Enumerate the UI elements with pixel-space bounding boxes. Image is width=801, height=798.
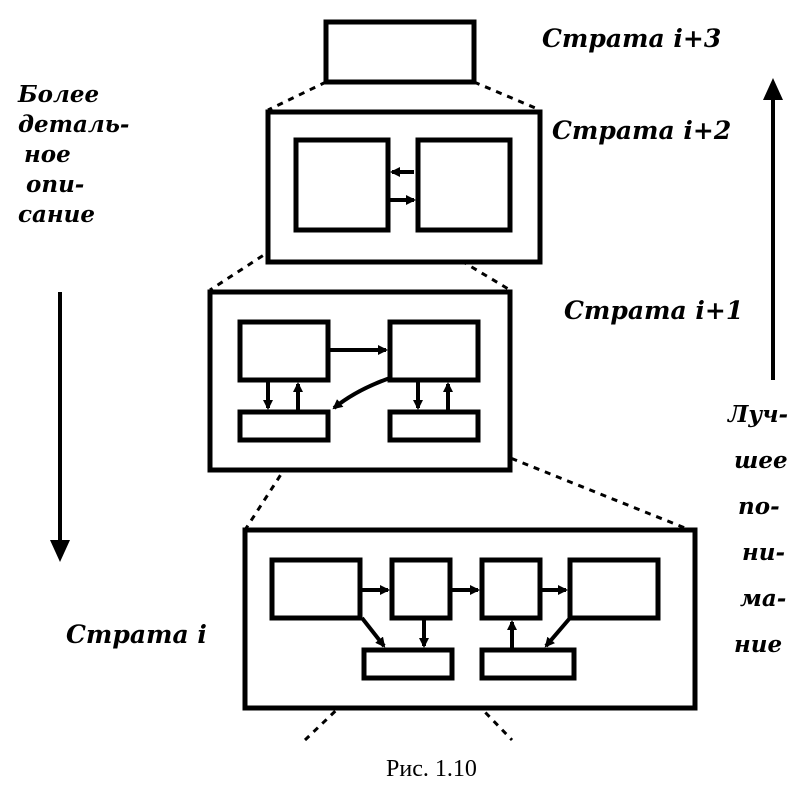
stratum-i1: [207, 289, 513, 473]
down-arrow: [50, 292, 70, 562]
stratum-i3-box: [323, 19, 477, 85]
better-understanding-label: Луч- шее по- ни- ма- ние: [728, 401, 789, 658]
stratum-i0: [242, 527, 698, 711]
more-detailed-description-label: Более деталь- ное опи- сание: [18, 81, 130, 228]
up-arrow: [763, 78, 783, 380]
stratum-i1-label: Страта i+1: [564, 296, 744, 325]
stratum-i0-label: Страта i: [66, 620, 207, 649]
stratum-i2-label: Страта i+2: [552, 116, 732, 145]
stratum-i3-label: Страта i+3: [542, 24, 722, 53]
figure-caption: Рис. 1.10: [386, 756, 477, 782]
stratum-i2: [265, 109, 543, 265]
